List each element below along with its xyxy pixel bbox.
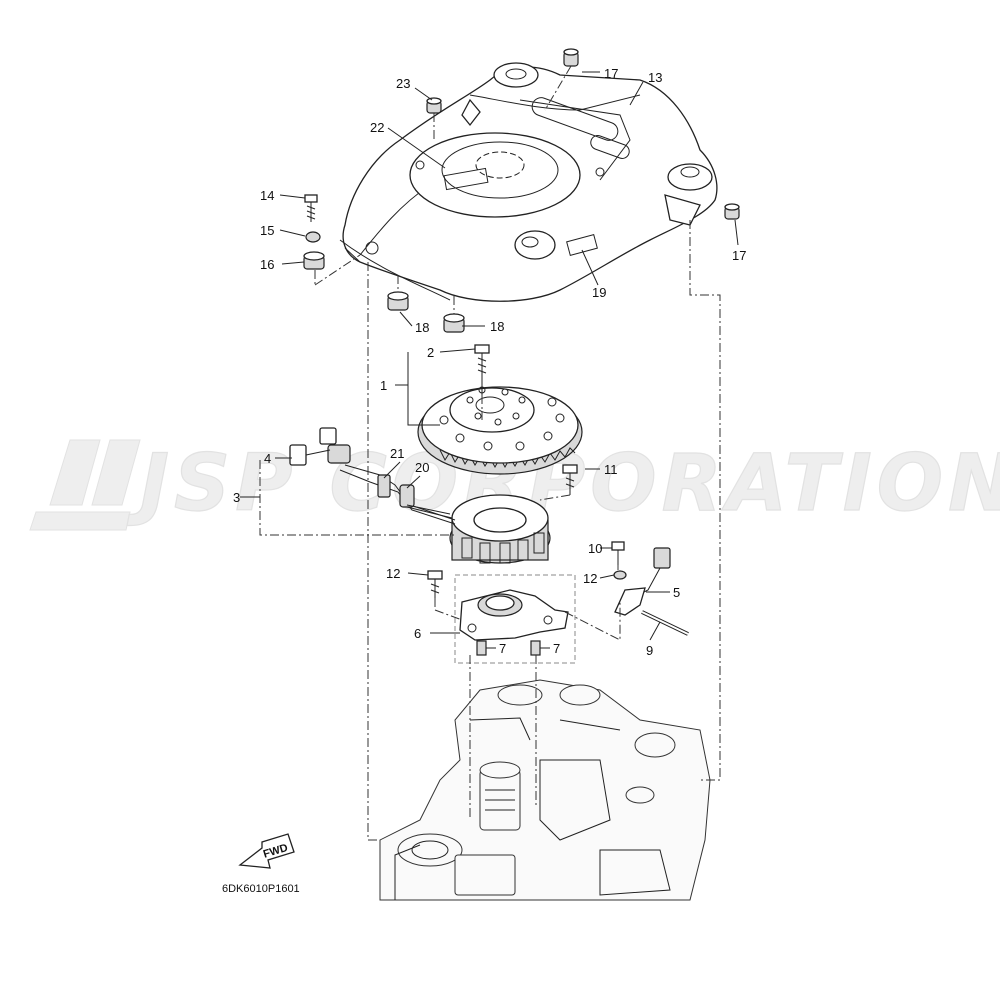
callouts: 23 22 17 13 14 15 16 17 18 18 19 2 1 11 … xyxy=(233,66,746,658)
callout-5: 5 xyxy=(673,585,680,600)
callout-13: 13 xyxy=(648,70,662,85)
bracket-6 xyxy=(459,589,569,641)
callout-6: 6 xyxy=(414,626,421,641)
callout-17-right: 17 xyxy=(732,248,746,263)
callout-16: 16 xyxy=(260,257,274,272)
damper-18-left xyxy=(387,291,409,311)
bolt-11 xyxy=(562,464,578,495)
watermark-logo-mark xyxy=(29,439,141,531)
sensor-5 xyxy=(614,547,671,616)
grommet-17-right xyxy=(724,203,740,220)
bolt-9 xyxy=(611,541,625,565)
assembly-box-6 xyxy=(454,574,576,664)
washer-10 xyxy=(613,570,627,580)
flywheel-holes xyxy=(439,386,565,451)
flywheel-1 xyxy=(417,386,583,475)
callout-18-right: 18 xyxy=(490,319,504,334)
grommet-17-top xyxy=(563,48,579,67)
callout-20: 22 xyxy=(370,120,384,135)
callout-15: 15 xyxy=(260,223,274,238)
rod-8 xyxy=(641,610,689,636)
callout-11: 11 xyxy=(604,462,618,477)
connector-4 xyxy=(289,427,351,466)
bolt-12 xyxy=(427,570,443,598)
callout-18-left: 18 xyxy=(415,320,429,335)
engine-block xyxy=(379,679,711,901)
callout-7-left: 7 xyxy=(499,641,506,656)
cap-21 xyxy=(426,97,442,114)
collar-7-left xyxy=(476,640,487,656)
callout-8: 9 xyxy=(646,643,653,658)
callout-7-right: 7 xyxy=(553,641,560,656)
stator-coil-3 xyxy=(339,464,551,564)
grommet-16 xyxy=(303,251,325,270)
sensor-22 xyxy=(399,484,453,519)
collar-7-right xyxy=(530,640,541,656)
callout-2: 2 xyxy=(427,345,434,360)
figure-code: 6DK6010P1601 xyxy=(222,883,300,895)
callout-3: 3 xyxy=(233,490,240,505)
watermark-text: JSP CORPORATION xyxy=(127,439,1000,529)
washer-15 xyxy=(305,231,321,243)
assembly-guides xyxy=(259,65,721,841)
callout-12: 12 xyxy=(386,566,400,581)
callout-22: 20 xyxy=(415,460,429,475)
bolt-14 xyxy=(304,194,318,222)
callout-19: 19 xyxy=(592,285,606,300)
callout-23: 21 xyxy=(390,446,404,461)
flywheel-cover-13 xyxy=(339,62,718,302)
watermark: JSP CORPORATION xyxy=(29,438,1000,531)
callout-9: 10 xyxy=(588,541,602,556)
callout-21: 23 xyxy=(396,76,410,91)
callout-17-top: 17 xyxy=(604,66,618,81)
grommet-23 xyxy=(377,474,391,498)
damper-18-right xyxy=(443,313,465,333)
callout-4: 4 xyxy=(264,451,271,466)
leader-lines xyxy=(240,71,739,649)
bolt-2 xyxy=(474,344,490,395)
callout-10: 12 xyxy=(583,571,597,586)
fwd-arrow-icon: FWD xyxy=(238,833,295,869)
callout-14: 14 xyxy=(260,188,274,203)
callout-1: 1 xyxy=(380,378,387,393)
